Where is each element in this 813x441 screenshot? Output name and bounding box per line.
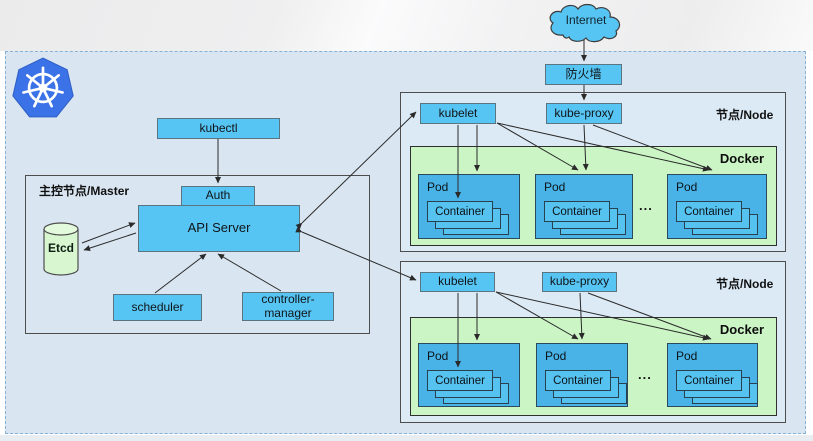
container-box: Container <box>545 370 611 391</box>
container-stack: Container <box>427 201 511 237</box>
node1-pods-ellipsis: ... <box>639 198 653 213</box>
pod-label: Pod <box>545 349 567 363</box>
firewall-box: 防火墙 <box>545 64 622 85</box>
slide-top-band <box>0 0 813 51</box>
node2-group-label: 节点/Node <box>716 275 773 292</box>
slide-bottom-band <box>0 435 813 441</box>
container-box: Container <box>676 370 742 391</box>
etcd-cylinder: Etcd <box>42 221 80 277</box>
node2-label-en: /Node <box>740 277 774 291</box>
container-box: Container <box>676 201 742 222</box>
container-label: Container <box>553 374 603 387</box>
pod-label: Pod <box>427 180 449 194</box>
node1-kube-proxy-box: kube-proxy <box>546 103 622 124</box>
scheduler-box: scheduler <box>113 294 202 321</box>
container-box: Container <box>427 370 493 391</box>
node2-kube-proxy-label: kube-proxy <box>549 274 610 289</box>
node2-pod3: Pod Container <box>667 343 758 407</box>
node2-kubelet-label: kubelet <box>438 274 477 289</box>
master-group-label: 主控节点/Master <box>39 182 129 199</box>
pod-label: Pod <box>544 180 566 194</box>
container-label: Container <box>684 205 734 218</box>
node1-group-label: 节点/Node <box>716 106 773 123</box>
node1-label-en: /Node <box>740 108 774 122</box>
pod-label: Pod <box>427 349 449 363</box>
pod-label: Pod <box>676 349 698 363</box>
node2-pod2: Pod Container <box>536 343 628 407</box>
controller-manager-box: controller-manager <box>242 292 334 321</box>
internet-cloud: Internet <box>541 2 631 44</box>
scheduler-label: scheduler <box>131 299 184 314</box>
container-stack: Container <box>545 370 629 406</box>
node2-label-cn: 节点 <box>716 277 741 291</box>
container-stack: Container <box>676 201 760 237</box>
container-stack: Container <box>676 370 760 406</box>
container-box: Container <box>544 201 610 222</box>
master-label-cn: 主控节点 <box>39 184 88 198</box>
container-label: Container <box>552 205 602 218</box>
internet-label: Internet <box>565 13 607 27</box>
kubernetes-logo-icon <box>12 56 74 122</box>
master-label-en: /Master <box>87 184 130 198</box>
node1-pod1: Pod Container <box>418 174 520 239</box>
node1-pod2: Pod Container <box>535 174 633 239</box>
container-label: Container <box>435 205 485 218</box>
auth-box: Auth <box>181 186 255 206</box>
controller-manager-label: controller-manager <box>261 292 315 320</box>
etcd-label: Etcd <box>47 241 74 255</box>
container-stack: Container <box>544 201 628 237</box>
node1-docker-label: Docker <box>719 151 764 166</box>
pod-label: Pod <box>676 180 698 194</box>
api-server-box: API Server <box>138 205 300 252</box>
container-label: Container <box>684 374 734 387</box>
node2-docker-label: Docker <box>719 322 764 337</box>
node1-kubelet-label: kubelet <box>438 105 478 120</box>
container-box: Container <box>427 201 493 222</box>
node1-kubelet-box: kubelet <box>420 103 496 124</box>
container-label: Container <box>435 374 485 387</box>
node2-pod1: Pod Container <box>418 343 520 407</box>
node1-pod3: Pod Container <box>667 174 767 239</box>
node2-kubelet-box: kubelet <box>420 272 495 292</box>
container-stack: Container <box>427 370 511 406</box>
node1-kube-proxy-label: kube-proxy <box>554 105 614 120</box>
node2-kube-proxy-box: kube-proxy <box>542 272 617 292</box>
firewall-label: 防火墙 <box>565 66 602 81</box>
auth-label: Auth <box>205 188 231 203</box>
kubectl-box: kubectl <box>157 118 280 139</box>
node1-label-cn: 节点 <box>716 108 741 122</box>
api-server-label: API Server <box>187 220 251 236</box>
kubectl-label: kubectl <box>199 120 238 135</box>
node2-pods-ellipsis: ... <box>638 367 652 382</box>
